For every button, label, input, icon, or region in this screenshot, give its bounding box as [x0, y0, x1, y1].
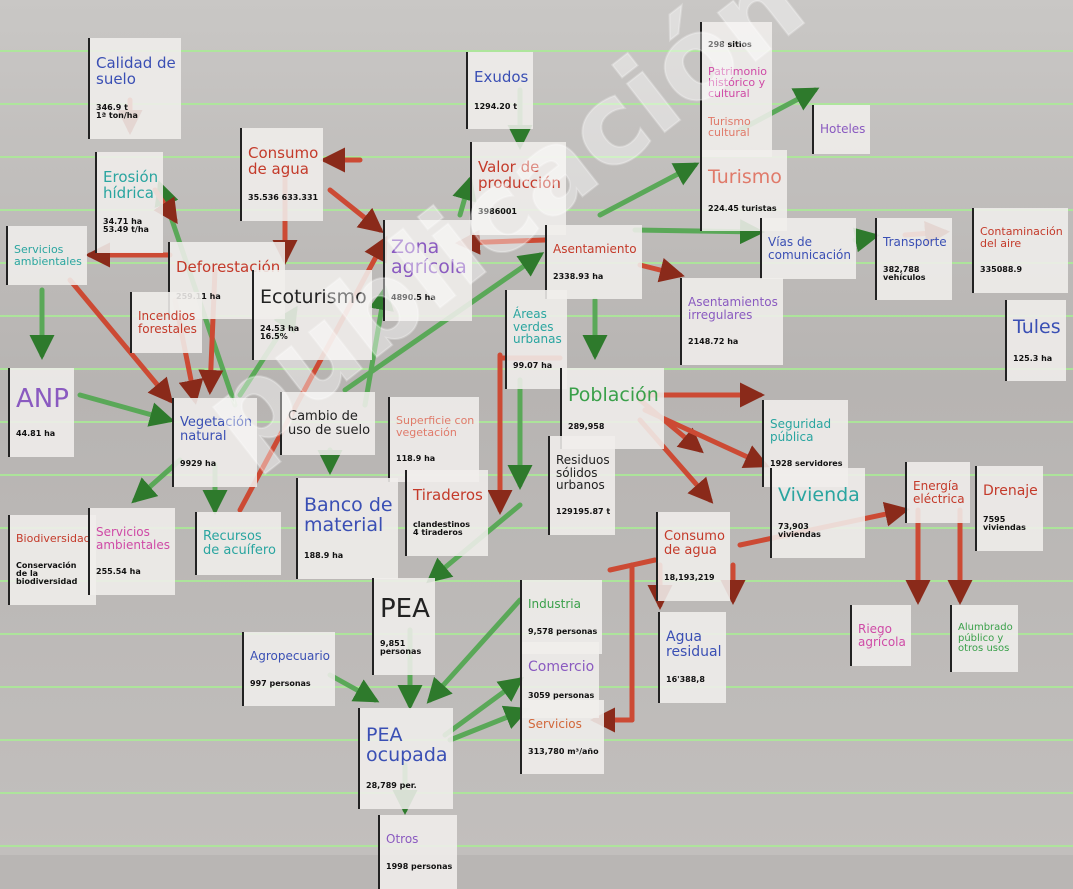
node-agua-residual: Agua residual 16'388,8: [658, 612, 727, 703]
node-hoteles: Hoteles: [812, 105, 871, 154]
node-vegetacion-natural: Vegetación natural 9929 ha: [172, 398, 258, 487]
node-poblacion: Población 289,958: [560, 368, 664, 450]
node-patrimonio: 298 sitios Patrimonio histórico y cultur…: [700, 22, 772, 157]
node-erosion-hidrica: Erosión hídrica 34.71 ha 53.49 t/ha: [95, 152, 164, 253]
node-ecoturismo: Ecoturismo 24.53 ha 16.5%: [252, 270, 372, 360]
node-pea: PEA 9,851 personas: [372, 578, 435, 675]
node-tules: Tules 125.3 ha: [1005, 300, 1066, 382]
node-agropecuario: Agropecuario 997 personas: [242, 632, 336, 707]
node-riego-agricola: Riego agrícola: [850, 605, 911, 667]
node-biodiversidad: Biodiversidad Conservación de la biodive…: [8, 515, 96, 605]
node-energia-electrica: Energía eléctrica: [905, 462, 970, 524]
node-turismo: Turismo 224.45 turistas: [700, 150, 787, 232]
node-tiraderos: Tiraderos clandestinos 4 tiraderos: [405, 470, 488, 556]
node-areas-verdes: Áreas verdes urbanas 99.07 ha: [505, 290, 567, 389]
node-servicios: Servicios 313,780 m³/año: [520, 700, 604, 775]
node-recursos-acuifero: Recursos de acuífero: [195, 512, 281, 576]
node-anp: ANP 44.81 ha: [8, 368, 74, 457]
node-vias-comunicacion: Vías de comunicación: [760, 218, 857, 280]
node-calidad-suelo: Calidad de suelo 346.9 t 1ª ton/ha: [88, 38, 181, 139]
node-consumo-agua-2: Consumo de agua 18,193,219: [656, 512, 730, 601]
node-zona-agricola: Zona agrícola 4890.5 ha: [383, 220, 472, 321]
node-incendios-forestales: Incendios forestales: [130, 292, 202, 354]
node-residuos-solidos: Residuos sólidos urbanos 129195.87 t: [548, 436, 616, 535]
node-contaminacion-aire: Contaminación del aire 335088.9: [972, 208, 1068, 293]
node-otros: Otros 1998 personas: [378, 815, 458, 889]
node-superficie-vegetacion: Superficie con vegetación 118.9 ha: [388, 397, 480, 482]
node-valor-produccion: Valor de producción 3986001: [470, 142, 566, 235]
node-asentamientos-irregulares: Asentamientos irregulares 2148.72 ha: [680, 278, 783, 365]
node-servicios-ambientales-2: Servicios ambientales 255.54 ha: [88, 508, 176, 595]
node-consumo-agua-1: Consumo de agua 35.536 633.331: [240, 128, 324, 221]
node-servicios-ambientales-1: Servicios ambientales: [6, 226, 87, 286]
node-asentamiento: Asentamiento 2338.93 ha: [545, 225, 642, 300]
node-drenaje: Drenaje 7595 viviendas: [975, 466, 1043, 551]
node-cambio-uso-suelo: Cambio de uso de suelo: [280, 392, 376, 456]
node-vivienda: Vivienda 73,903 viviendas: [770, 468, 865, 558]
node-banco-material: Banco de material 188.9 ha: [296, 478, 398, 579]
node-alumbrado-publico: Alumbrado público y otros usos: [950, 605, 1018, 673]
node-exudos: Exudos 1294.20 t: [466, 52, 534, 130]
node-transporte: Transporte 382,788 vehículos: [875, 218, 952, 301]
node-pea-ocupada: PEA ocupada 28,789 per.: [358, 708, 453, 809]
node-industria: Industria 9,578 personas: [520, 580, 603, 655]
